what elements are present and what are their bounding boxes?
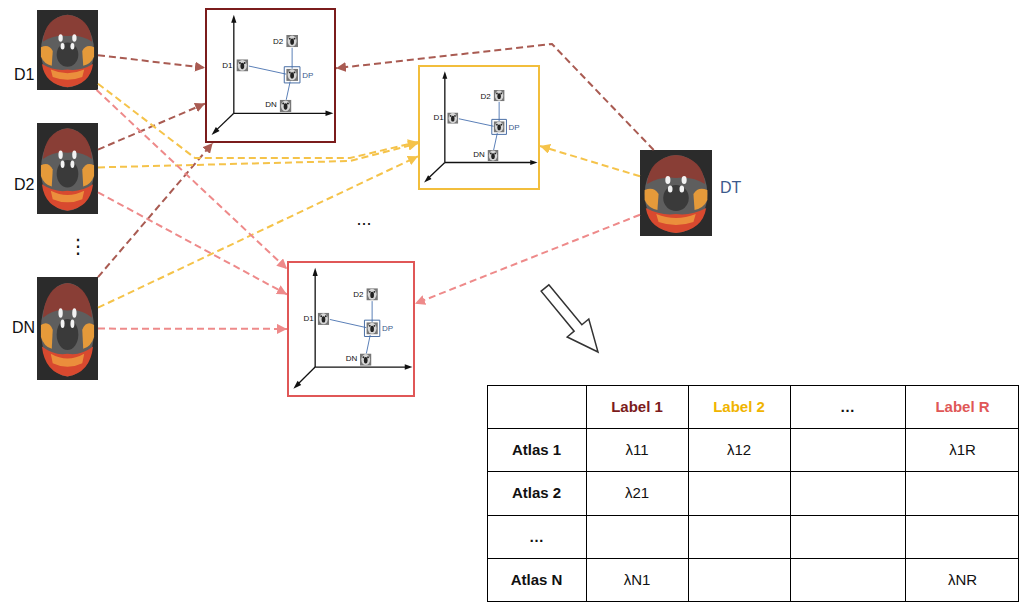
- atlas-image: D1: [10, 10, 98, 90]
- label-feature-space: D2D1DP DN: [287, 261, 415, 397]
- table-rule: [488, 428, 1019, 429]
- point-label: DN: [473, 150, 485, 159]
- feature-space-plot: [212, 15, 334, 135]
- table-row-header: Atlas N: [509, 572, 565, 589]
- table-border: [488, 386, 1019, 602]
- table-row-header: …: [527, 528, 546, 545]
- dashed-connector: [98, 143, 213, 277]
- brain-scan: [37, 10, 98, 90]
- table-rule: [905, 386, 906, 602]
- target-image: DT: [640, 150, 750, 236]
- atlas-image: D2: [10, 123, 98, 214]
- table-rule: [688, 386, 689, 602]
- table-cell: λNR: [946, 572, 979, 589]
- point-label: D2: [353, 291, 363, 300]
- point-label: D1: [433, 114, 443, 123]
- point-label: D1: [304, 315, 314, 324]
- brain-scan: [37, 277, 98, 380]
- table-rule: [586, 386, 587, 602]
- image-label: DT: [720, 179, 741, 197]
- dashed-connector: [97, 90, 287, 269]
- dashed-connector: [98, 104, 205, 150]
- point-label: DP: [302, 71, 313, 80]
- dashed-connector: [415, 215, 640, 304]
- table-rule: [488, 558, 1019, 559]
- dashed-connector: [540, 146, 640, 176]
- table-row-header: Atlas 1: [510, 441, 563, 458]
- point-label: D2: [273, 38, 283, 47]
- continuation-mark: ...: [354, 210, 373, 230]
- image-label: D1: [14, 66, 34, 84]
- dashed-connector: [98, 156, 418, 307]
- continuation-mark: ⋮: [66, 235, 90, 257]
- point-label: DP: [382, 325, 393, 334]
- table-row-header: Atlas 2: [510, 485, 563, 502]
- image-label: DN: [12, 319, 35, 337]
- brain-scan: [640, 150, 712, 236]
- brain-scan: [37, 123, 98, 214]
- table-header: Label R: [933, 398, 991, 415]
- point-label: DN: [265, 101, 277, 110]
- label-feature-space: D2D1DP DN: [205, 8, 336, 143]
- table-header: …: [838, 398, 857, 415]
- label-feature-space: D2D1DP DN: [418, 65, 540, 190]
- point-label: D2: [481, 92, 491, 101]
- dashed-connector: [98, 192, 287, 294]
- table-rule: [488, 471, 1019, 472]
- dashed-connector: [98, 143, 418, 167]
- dashed-connector: [336, 44, 654, 150]
- point-label: DN: [346, 354, 358, 363]
- table-cell: λN1: [622, 572, 653, 589]
- hollow-arrow: [541, 285, 598, 352]
- table-rule: [790, 386, 791, 602]
- point-label: DP: [509, 123, 520, 132]
- table-header: Label 2: [711, 398, 767, 415]
- point-label: D1: [222, 61, 232, 70]
- image-label: D2: [14, 176, 34, 194]
- table-cell: λ12: [725, 441, 753, 458]
- dashed-connector: [98, 55, 205, 68]
- table-header: Label 1: [609, 398, 665, 415]
- dashed-connector: [98, 328, 287, 330]
- table-cell: λ1R: [947, 441, 978, 458]
- atlas-image: DN: [10, 277, 98, 380]
- table-rule: [488, 515, 1019, 516]
- table-cell: λ11: [623, 441, 650, 458]
- feature-space-plot: [293, 268, 412, 389]
- feature-space-plot: [424, 71, 537, 182]
- dashed-connector: [98, 84, 418, 158]
- table-grid: [488, 386, 1019, 602]
- table-cell: λ21: [623, 485, 651, 502]
